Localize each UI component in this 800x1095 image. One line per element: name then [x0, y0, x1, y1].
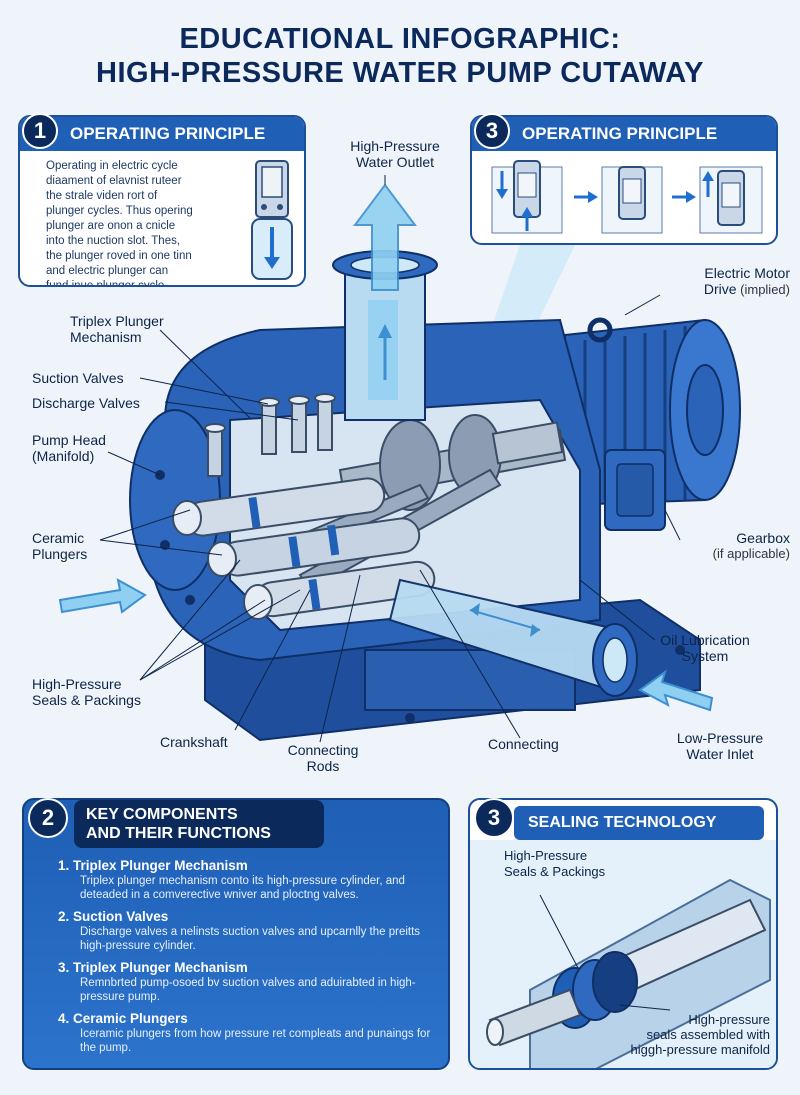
operating-principle-panel-1: OPERATING PRINCIPLE Operating in electri…	[18, 115, 306, 287]
list-item: 1. Triplex Plunger Mechanism Triplex plu…	[58, 858, 405, 901]
label-pump-head: Pump Head (Manifold)	[32, 432, 106, 464]
panel-3-number-badge: 3	[474, 113, 510, 149]
panel-1-text: Operating in electric cycle diaament of …	[46, 160, 193, 287]
key-components-heading: KEY COMPONENTS AND THEIR FUNCTIONS	[74, 800, 324, 848]
pump-cutaway-illustration	[58, 175, 741, 743]
label-crankshaft: Crankshaft	[160, 734, 228, 750]
label-gearbox: Gearbox (if applicable)	[712, 530, 790, 561]
panel-1-heading: OPERATING PRINCIPLE	[20, 117, 304, 151]
label-high-pressure-outlet: High-Pressure Water Outlet	[350, 138, 440, 170]
label-seals-packings: High-Pressure Seals & Packings	[32, 676, 141, 708]
key-components-number-badge: 2	[28, 798, 68, 838]
label-electric-motor: Electric Motor Drive (implied)	[703, 265, 790, 297]
operating-principle-panel-3: OPERATING PRINCIPLE	[470, 115, 778, 245]
seal-top-label: High-Pressure Seals & Packings	[504, 848, 606, 879]
seal-bottom-label: High-pressure seals assembled with higgh…	[630, 1012, 770, 1057]
sealing-technology-heading: SEALING TECHNOLOGY	[514, 806, 764, 840]
plunger-cycle-illustration	[251, 160, 293, 280]
key-components-panel: KEY COMPONENTS AND THEIR FUNCTIONS 1. Tr…	[22, 798, 450, 1070]
sealing-technology-panel: SEALING TECHNOLOGY High-Pressure Seals &…	[468, 798, 778, 1070]
label-oil-lubrication: Oil Lubrication System	[660, 632, 750, 664]
plunger-sequence-illustration	[491, 160, 763, 234]
seal-closeup-illustration	[470, 840, 776, 1068]
page-title: EDUCATIONAL INFOGRAPHIC: HIGH-PRESSURE W…	[96, 23, 704, 89]
label-suction-valves: Suction Valves	[32, 370, 124, 386]
list-item: 2. Suction Valves Discharge valves a nel…	[58, 909, 421, 952]
label-triplex-plunger: Triplex Plunger Mechanism	[70, 313, 164, 345]
sealing-number-badge: 3	[474, 798, 514, 838]
label-low-pressure-inlet: Low-Pressure Water Inlet	[676, 730, 764, 762]
key-components-list: 1. Triplex Plunger Mechanism Triplex plu…	[58, 858, 442, 1062]
label-discharge-valves: Discharge Valves	[32, 395, 140, 411]
list-item: 3. Triplex Plunger Mechanism Remnbrted p…	[58, 960, 416, 1003]
label-connecting-rods: Connecting Rods	[287, 742, 359, 774]
label-ceramic-plungers: Ceramic Plungers	[32, 530, 88, 562]
list-item: 4. Ceramic Plungers Iceramic plungers fr…	[58, 1011, 431, 1054]
panel-1-number-badge: 1	[22, 113, 58, 149]
panel-3-heading: OPERATING PRINCIPLE	[472, 117, 776, 151]
label-connecting: Connecting	[488, 736, 559, 752]
